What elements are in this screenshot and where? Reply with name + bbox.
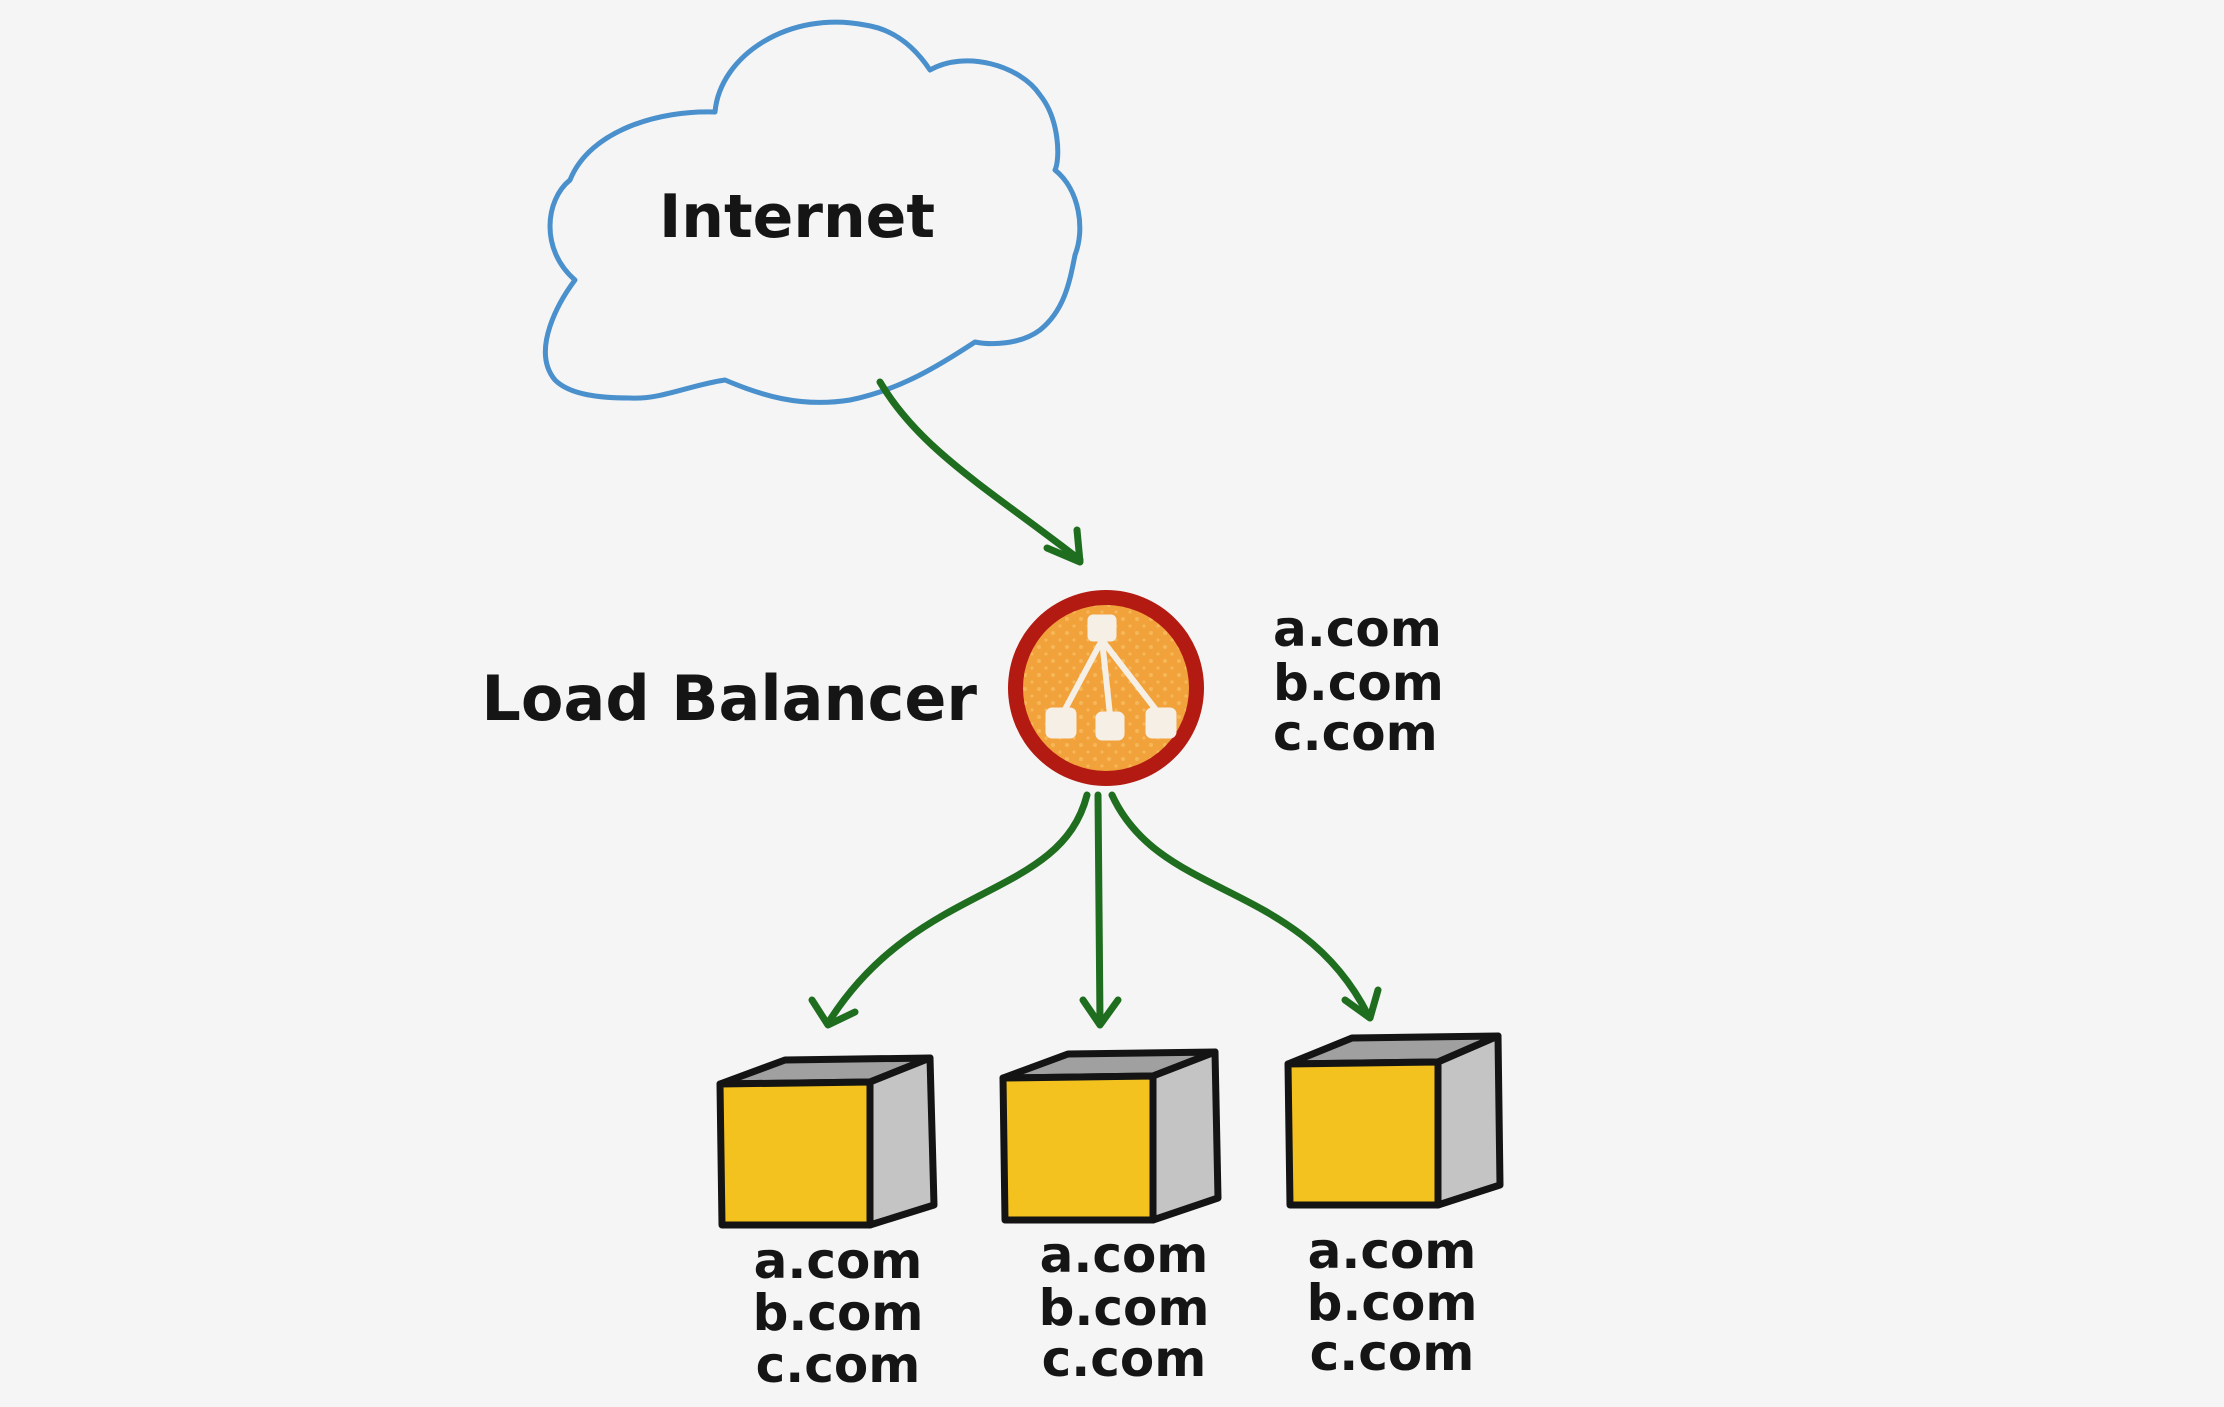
server-2-domain-3: c.com [1042,1330,1207,1388]
server-cube-icon [716,1054,938,1229]
arrow-lb-to-server-2 [1079,791,1122,1029]
server-3-domain-3: c.com [1310,1324,1475,1382]
lb-domain-1: a.com [1273,600,1442,658]
arrow-internet-to-lb [876,378,1084,566]
arrow-lb-to-server-3 [1108,791,1382,1022]
lb-domain-2: b.com [1273,654,1444,712]
server-1-domain-2: b.com [753,1284,924,1342]
server-1-domain-3: c.com [756,1336,921,1394]
server-2: a.com b.com c.com [999,1048,1222,1388]
server-3: a.com b.com c.com [1284,1032,1504,1382]
server-1: a.com b.com c.com [716,1054,938,1394]
load-balancer-icon [1045,614,1177,741]
internet-label: Internet [659,182,935,252]
cloud-icon [542,19,1083,405]
server-cube-icon [999,1048,1222,1224]
server-3-domain-2: b.com [1307,1274,1478,1332]
server-2-domain-2: b.com [1039,1279,1210,1337]
lb-domain-list: a.com b.com c.com [1273,600,1444,762]
server-3-domain-1: a.com [1308,1222,1477,1280]
server-1-domain-1: a.com [754,1232,923,1290]
internet-cloud: Internet [542,19,1083,405]
lb-domain-3: c.com [1273,704,1438,762]
arrow-lb-to-server-1 [808,791,1091,1029]
server-2-domain-1: a.com [1040,1226,1209,1284]
server-cube-icon [1284,1032,1504,1209]
load-balancer-label: Load Balancer [481,662,977,735]
load-balancer: Load Balancer a.com b.com c.com [481,590,1444,786]
